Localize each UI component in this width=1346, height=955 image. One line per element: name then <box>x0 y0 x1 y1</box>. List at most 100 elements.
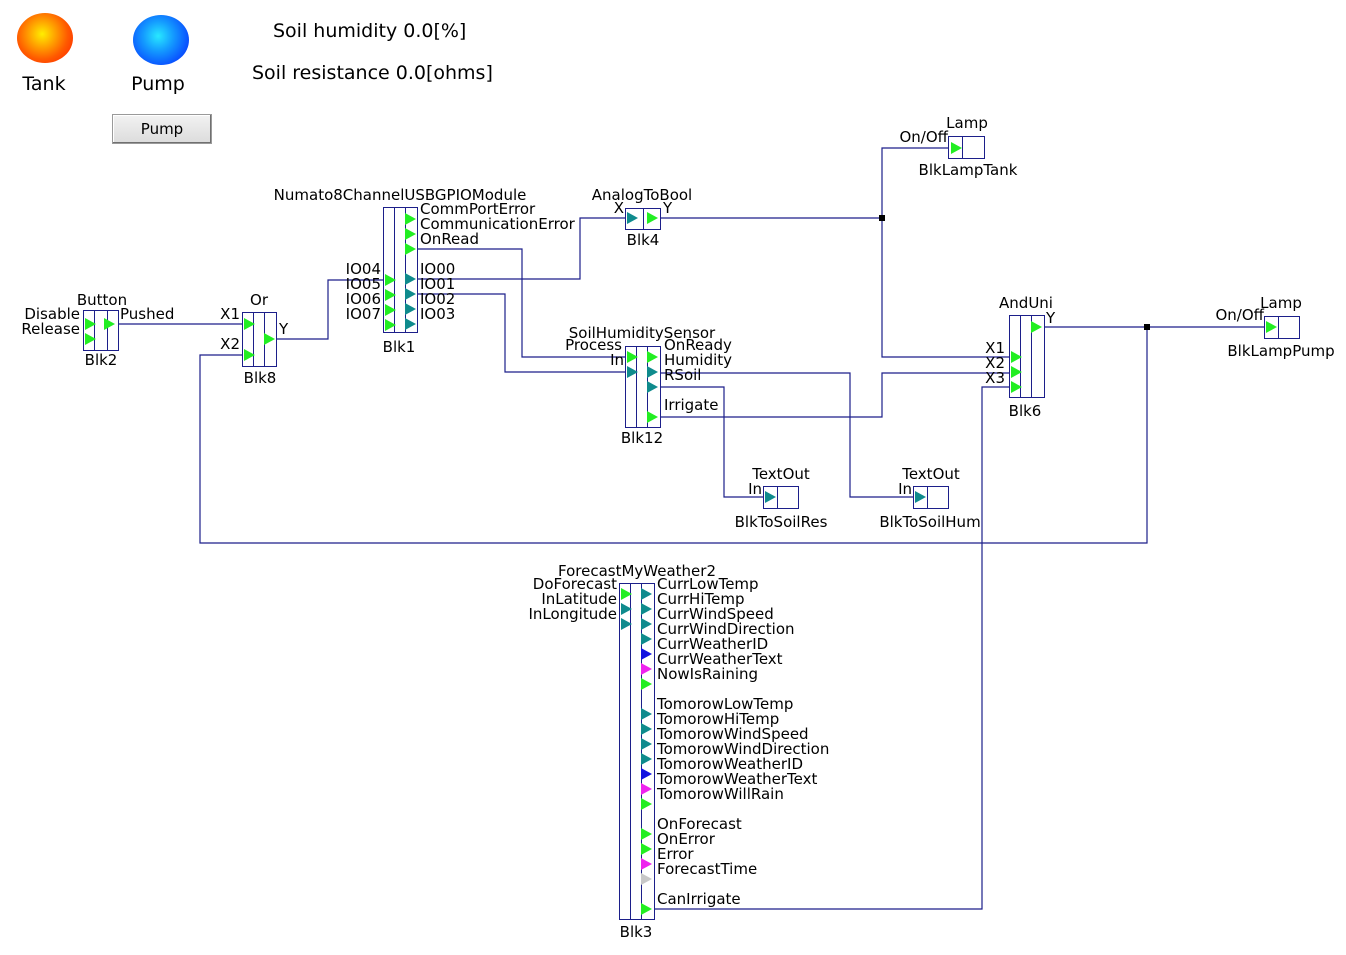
numato-pin-io01: IO01 <box>420 275 456 293</box>
numato-gpio-block[interactable] <box>383 207 418 333</box>
lamp-pump-block[interactable] <box>1264 316 1300 339</box>
numato-pin-communicationerror: CommunicationError <box>420 215 575 233</box>
numato-pin-io00: IO00 <box>420 260 456 278</box>
and-pin-y: Y <box>1046 309 1056 327</box>
wire-canirrigate-to-and-x1 <box>654 386 1009 910</box>
soil-pin-in: In <box>610 351 624 369</box>
soil-block-type: SoilHumiditySensor <box>568 324 716 342</box>
lamp-tank-name: BlkLampTank <box>918 161 1018 179</box>
pump-label: Pump <box>131 73 185 95</box>
and-pin-x3: X3 <box>985 369 1005 387</box>
and-pin-x1: X1 <box>985 339 1005 357</box>
forecast-pin-currweathertext: CurrWeatherText <box>657 650 783 668</box>
wire-junction <box>1144 324 1150 330</box>
forecast-pin-canirrigate: CanIrrigate <box>657 890 741 908</box>
forecast-pin-currwinddirection: CurrWindDirection <box>657 620 795 638</box>
textout-hum-name: BlkToSoilHum <box>879 513 981 531</box>
soil-humidity-readout: Soil humidity 0.0[%] <box>273 20 467 42</box>
soil-pin-irrigate: Irrigate <box>664 396 719 414</box>
wire-analog-y-to-and-x2 <box>660 217 1009 358</box>
numato-pin-io05: IO05 <box>345 275 381 293</box>
numato-pin-io04: IO04 <box>345 260 381 278</box>
pump-indicator-lamp <box>133 15 189 65</box>
numato-pin-io02: IO02 <box>420 290 456 308</box>
lamp-pump-type: Lamp <box>1260 294 1302 312</box>
textout-soil-hum-block[interactable] <box>913 486 949 509</box>
button-block-name: Blk2 <box>84 351 118 369</box>
forecast-pin-tomorowweathertext: TomorowWeatherText <box>657 770 818 788</box>
numato-pin-onread: OnRead <box>420 230 480 248</box>
wire-feedback-to-or-x2 <box>199 327 1148 544</box>
or-block-name: Blk8 <box>243 369 277 387</box>
forecast-pin-tomorowwillrain: TomorowWillRain <box>657 785 784 803</box>
or-pin-x1: X1 <box>220 305 240 323</box>
textout-soil-res-block[interactable] <box>763 486 799 509</box>
textout-hum-type: TextOut <box>902 465 960 483</box>
wire-humidity-to-textout <box>660 372 913 498</box>
wire-to-lamp-tank <box>881 147 949 218</box>
textout-res-type: TextOut <box>752 465 810 483</box>
soil-resistance-readout: Soil resistance 0.0[ohms] <box>252 62 493 84</box>
numato-pin-io07: IO07 <box>345 305 381 323</box>
and-uni-block[interactable] <box>1009 315 1045 398</box>
forecast-pin-error: Error <box>657 845 694 863</box>
soil-pin-humidity: Humidity <box>664 351 733 369</box>
forecast-pin-forecasttime: ForecastTime <box>657 860 758 878</box>
lamp-tank-block[interactable] <box>948 136 985 159</box>
button-pin-pushed: Pushed <box>120 305 175 323</box>
analog-pin-y: Y <box>663 199 673 217</box>
wire-io01-to-soil-in <box>416 293 626 373</box>
forecast-pin-tomorowlowtemp: TomorowLowTemp <box>657 695 794 713</box>
wire-io00-to-analog <box>416 217 625 280</box>
analog-block-name: Blk4 <box>626 231 660 249</box>
lamp-tank-pin-onoff: On/Off <box>899 128 948 146</box>
wire-irrigate-to-and-x3 <box>660 372 1009 418</box>
textout-hum-pin-in: In <box>898 480 912 498</box>
forecast-pin-tomorowweatherid: TomorowWeatherID <box>657 755 803 773</box>
forecast-weather-block[interactable] <box>619 583 655 920</box>
forecast-block-name: Blk3 <box>619 923 653 941</box>
forecast-pin-onerror: OnError <box>657 830 715 848</box>
forecast-pin-tomorowwindspeed: TomorowWindSpeed <box>657 725 809 743</box>
textout-res-name: BlkToSoilRes <box>734 513 828 531</box>
numato-block-name: Blk1 <box>382 338 416 356</box>
forecast-pin-tomorowwinddirection: TomorowWindDirection <box>657 740 830 758</box>
soil-block-name: Blk12 <box>620 429 664 447</box>
numato-pin-io06: IO06 <box>345 290 381 308</box>
analog-pin-x: X <box>613 199 624 217</box>
button-pin-release: Release <box>21 320 80 338</box>
forecast-pin-currhitemp: CurrHiTemp <box>657 590 745 608</box>
numato-pin-io03: IO03 <box>420 305 456 323</box>
wire-rsoil-to-textout <box>660 386 763 498</box>
button-pin-disable: Disable <box>24 305 80 323</box>
numato-pin-commporterror: CommPortError <box>420 200 536 218</box>
textout-res-pin-in: In <box>748 480 762 498</box>
forecast-pin-currwindspeed: CurrWindSpeed <box>657 605 774 623</box>
or-pin-x2: X2 <box>220 335 240 353</box>
forecast-pin-onforecast: OnForecast <box>657 815 742 833</box>
forecast-pin-doforecast: DoForecast <box>532 575 617 593</box>
wires <box>119 147 1264 910</box>
analog-to-bool-block[interactable] <box>625 208 661 230</box>
pump-button[interactable]: Pump <box>112 114 212 144</box>
lamp-pump-name: BlkLampPump <box>1227 342 1335 360</box>
and-block-name: Blk6 <box>1008 402 1042 420</box>
or-block-type: Or <box>250 291 268 309</box>
button-block[interactable] <box>83 310 119 351</box>
lamp-tank-type: Lamp <box>946 114 988 132</box>
wire-or-to-numato <box>276 279 383 340</box>
soil-pin-onready: OnReady <box>664 336 732 354</box>
forecast-pin-nowisraining: NowIsRaining <box>657 665 759 683</box>
soil-humidity-sensor-block[interactable] <box>625 346 661 428</box>
lamp-pump-pin-onoff: On/Off <box>1215 306 1264 324</box>
wire-junction <box>879 215 885 221</box>
analog-block-type: AnalogToBool <box>591 186 693 204</box>
or-block[interactable] <box>242 312 277 367</box>
and-pin-x2: X2 <box>985 354 1005 372</box>
forecast-pin-tomorowhitemp: TomorowHiTemp <box>657 710 780 728</box>
numato-block-type: Numato8ChannelUSBGPIOModule <box>273 186 527 204</box>
forecast-pin-currweatherid: CurrWeatherID <box>657 635 769 653</box>
forecast-pin-inlatitude: InLatitude <box>541 590 617 608</box>
forecast-block-type: ForecastMyWeather2 <box>558 562 716 580</box>
